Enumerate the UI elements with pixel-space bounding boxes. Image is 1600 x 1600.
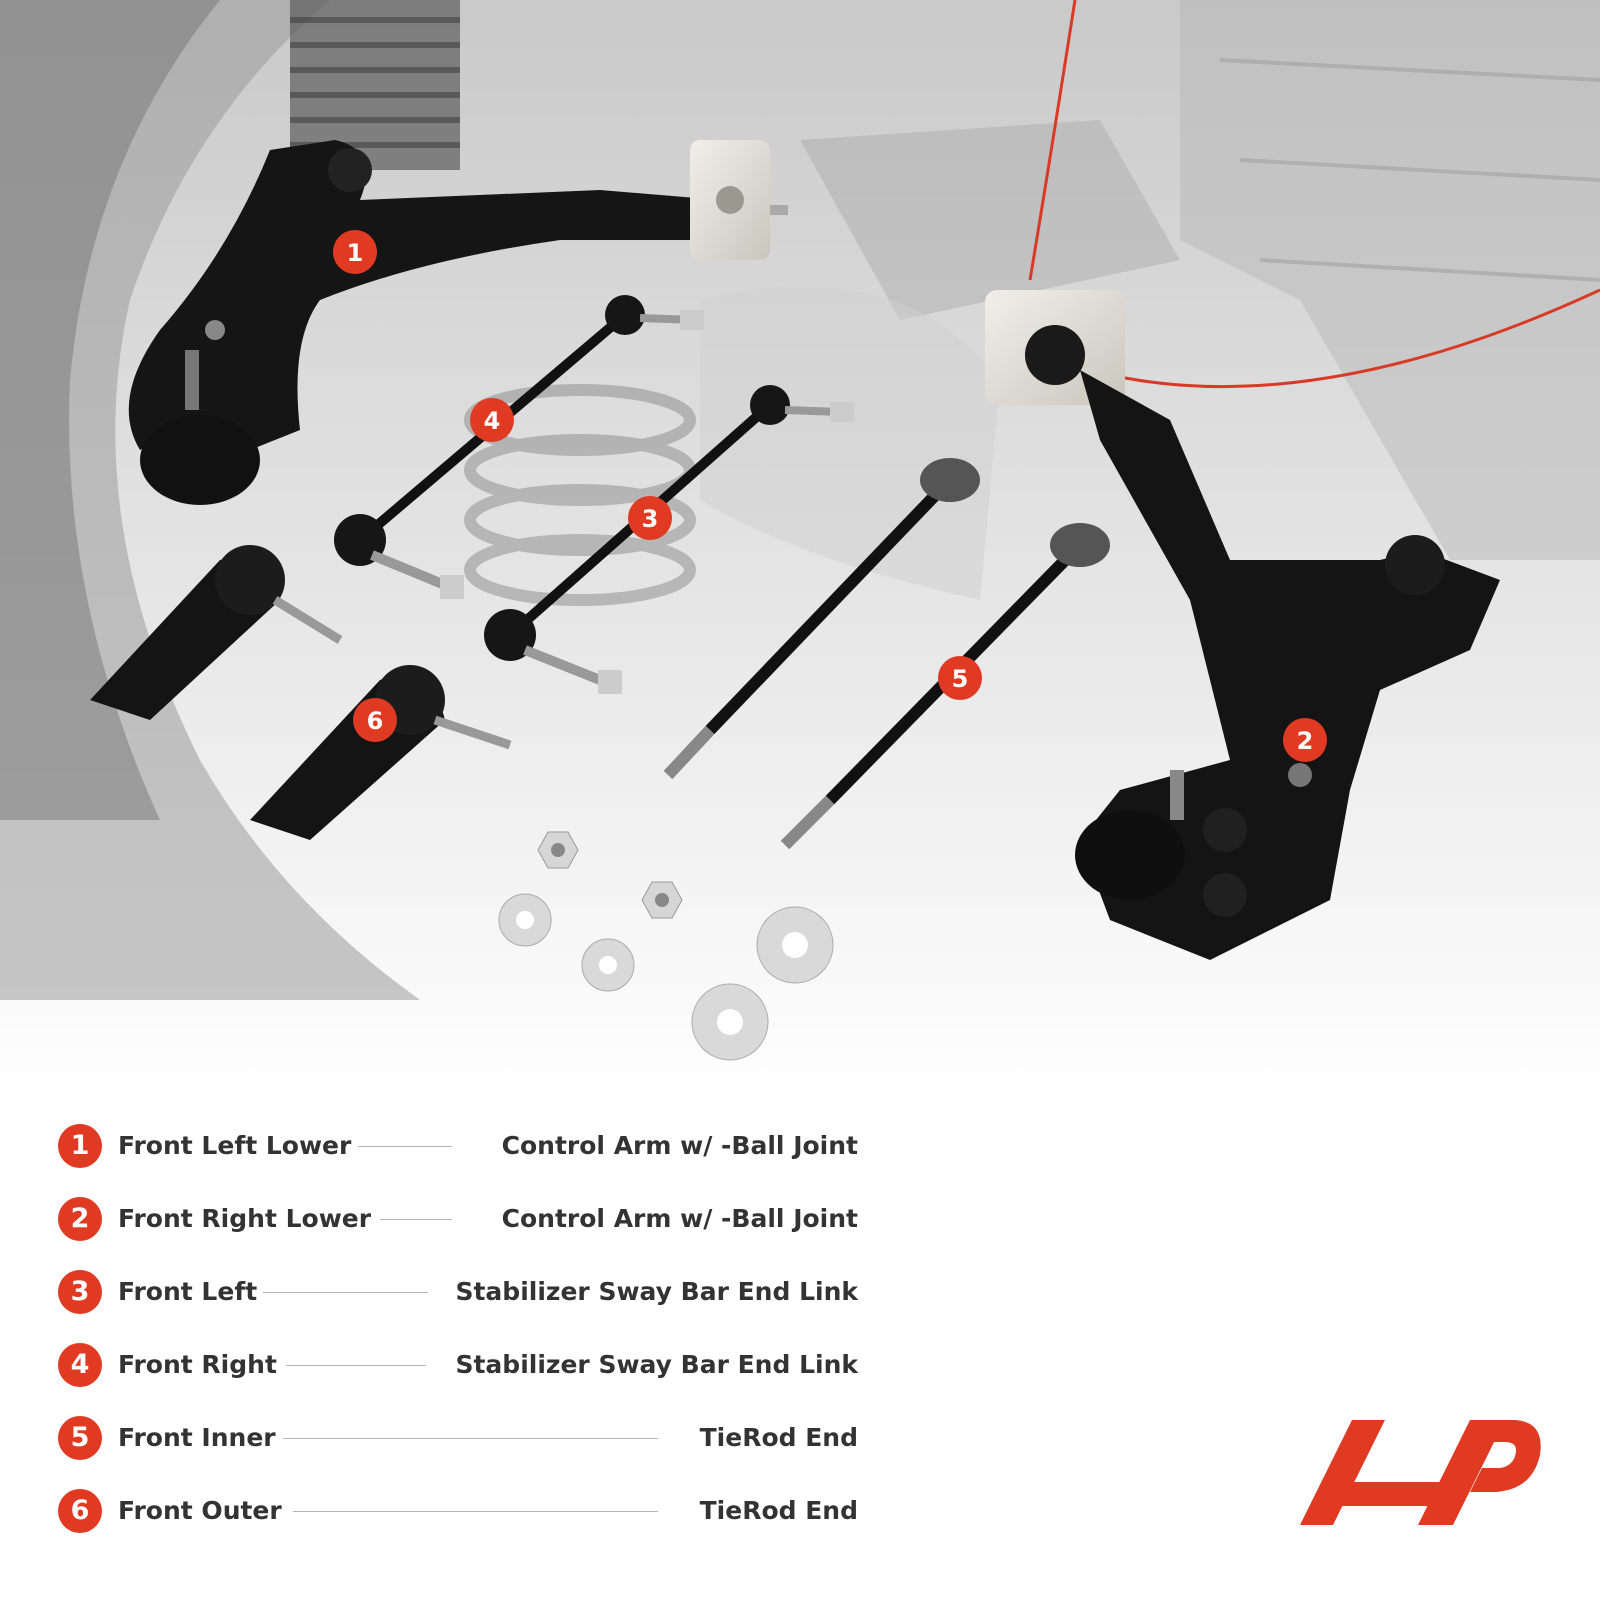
legend-row: 5 Front Inner TieRod End [58, 1414, 858, 1464]
svg-text:5: 5 [952, 665, 969, 693]
legend-position-label: Front Outer [118, 1496, 282, 1525]
legend-position-label: Front Left [118, 1277, 258, 1306]
legend-divider [286, 1365, 426, 1366]
legend-position-label: Front Left Lower [118, 1131, 352, 1160]
legend-part-label: TieRod End [699, 1423, 858, 1452]
legend-number-badge: 4 [58, 1343, 102, 1387]
legend-number-badge: 6 [58, 1489, 102, 1533]
part-badge: 1 [333, 230, 377, 274]
legend-position-label: Front Right Lower [118, 1204, 372, 1233]
legend-divider [283, 1438, 658, 1439]
legend-divider [293, 1511, 658, 1512]
legend-number-badge: 3 [58, 1270, 102, 1314]
svg-text:3: 3 [642, 505, 659, 533]
legend-position-label: Front Inner [118, 1423, 276, 1452]
part-badge: 3 [628, 496, 672, 540]
part-front-right-control-arm [985, 290, 1500, 960]
legend-part-label: Control Arm w/ -Ball Joint [501, 1204, 858, 1233]
legend-number-badge: 1 [58, 1124, 102, 1168]
callout-line [1028, 0, 1600, 389]
legend-divider [380, 1219, 452, 1220]
legend-row: 2 Front Right Lower Control Arm w/ -Ball… [58, 1195, 858, 1245]
legend-divider [263, 1292, 428, 1293]
part-badge: 2 [1283, 718, 1327, 762]
part-badge: 4 [470, 398, 514, 442]
legend-divider [358, 1146, 452, 1147]
parts-legend: 1 Front Left Lower Control Arm w/ -Ball … [58, 1122, 858, 1560]
a-premium-logo-icon [1300, 1420, 1541, 1525]
svg-text:6: 6 [367, 707, 384, 735]
product-scene: 1 2 3 4 5 6 [0, 0, 1600, 1100]
legend-row: 3 Front Left Stabilizer Sway Bar End Lin… [58, 1268, 858, 1318]
legend-part-label: TieRod End [699, 1496, 858, 1525]
legend-number-badge: 5 [58, 1416, 102, 1460]
part-badge: 6 [353, 698, 397, 742]
svg-text:2: 2 [1297, 727, 1314, 755]
legend-row: 6 Front Outer TieRod End [58, 1487, 858, 1537]
svg-text:4: 4 [484, 407, 501, 435]
svg-text:1: 1 [347, 239, 364, 267]
part-badge: 5 [938, 656, 982, 700]
legend-row: 1 Front Left Lower Control Arm w/ -Ball … [58, 1122, 858, 1172]
legend-number-badge: 2 [58, 1197, 102, 1241]
legend-part-label: Control Arm w/ -Ball Joint [501, 1131, 858, 1160]
hardware-nuts-washers [498, 831, 834, 1061]
legend-part-label: Stabilizer Sway Bar End Link [455, 1277, 858, 1306]
legend-position-label: Front Right [118, 1350, 277, 1379]
part-front-inner-tie-rods [663, 458, 1110, 850]
legend-row: 4 Front Right Stabilizer Sway Bar End Li… [58, 1341, 858, 1391]
legend-part-label: Stabilizer Sway Bar End Link [455, 1350, 858, 1379]
part-front-left-control-arm [128, 140, 788, 505]
